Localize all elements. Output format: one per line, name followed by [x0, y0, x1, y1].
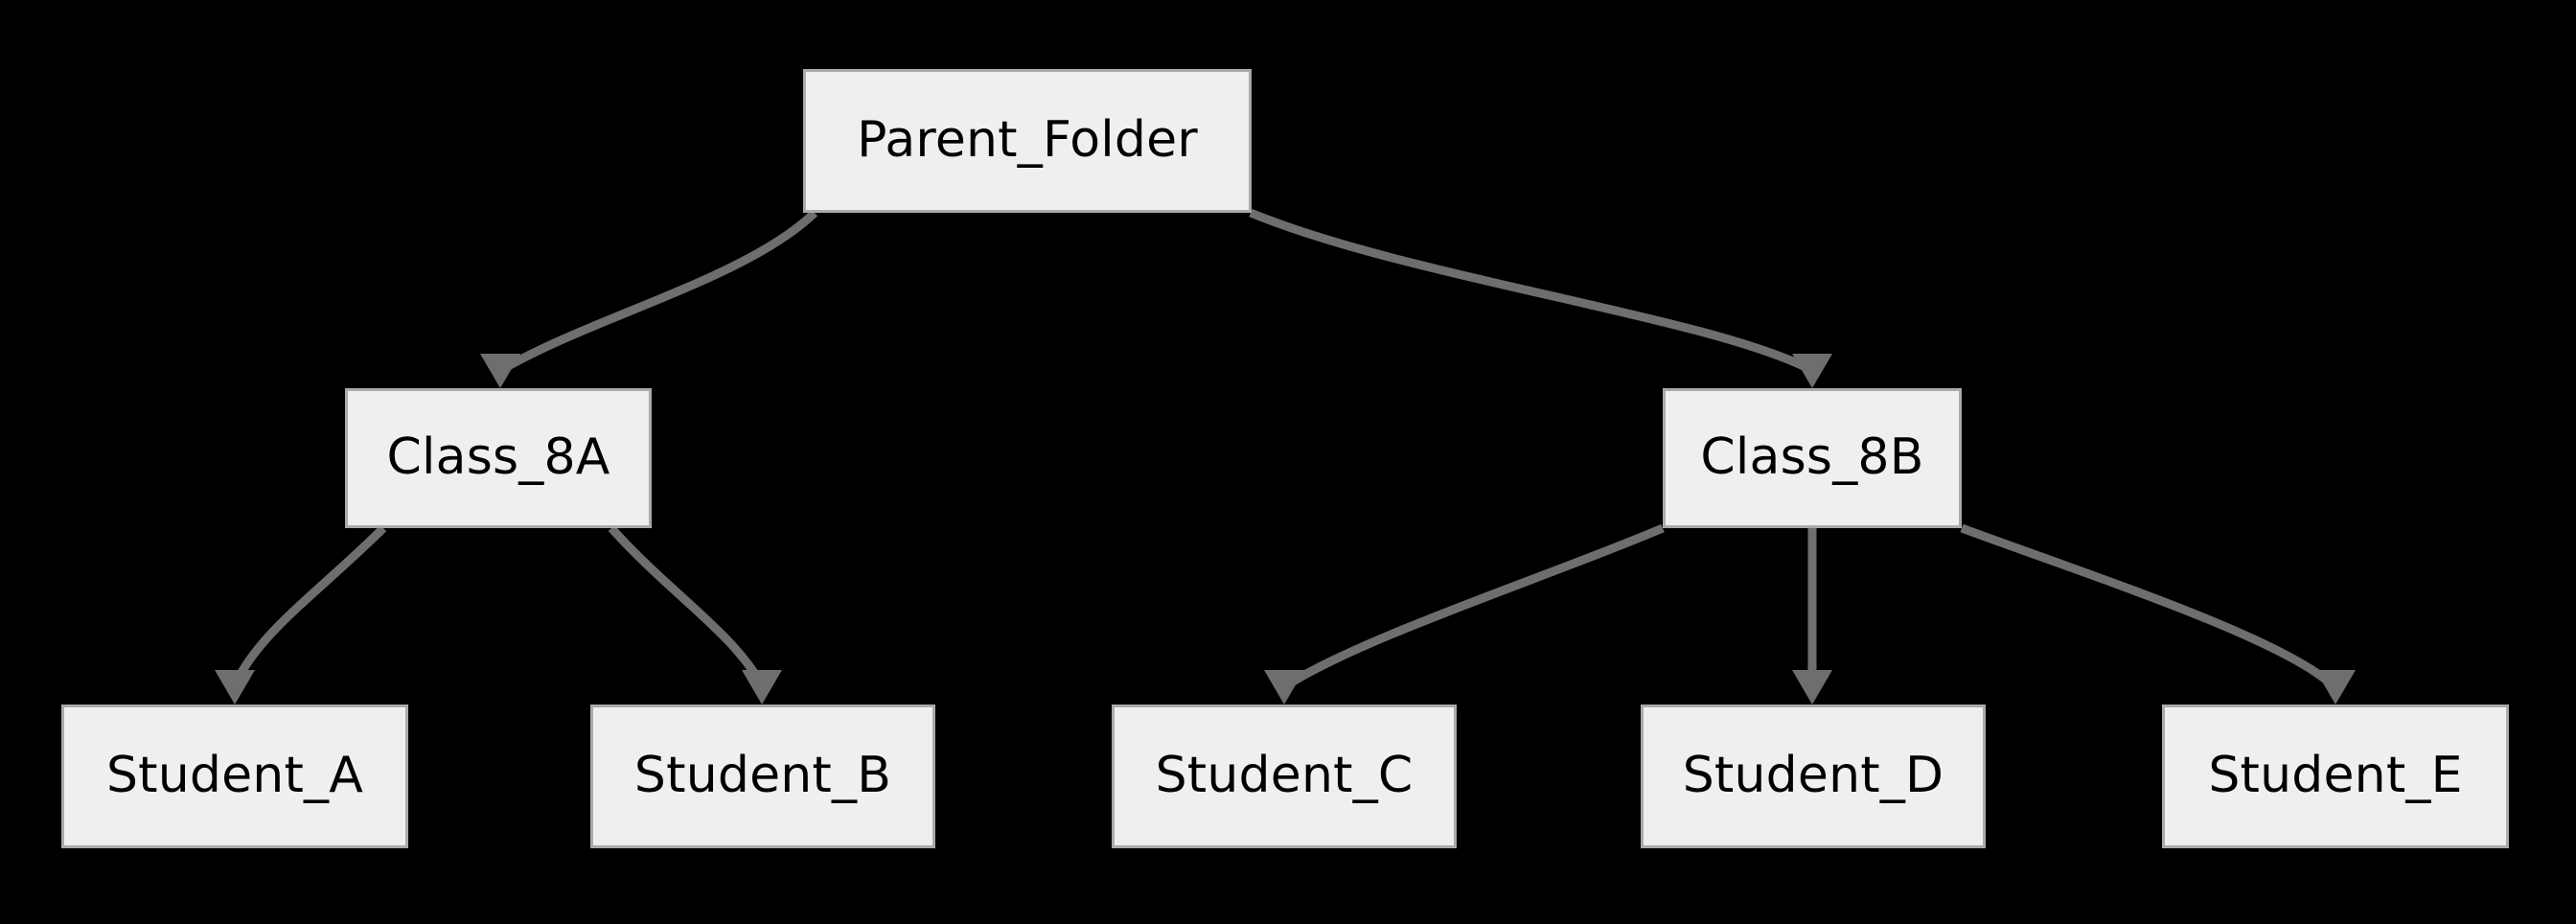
node-label-parent-folder: Parent_Folder [857, 111, 1198, 169]
edge-parent-class8b-line [1249, 208, 1812, 374]
node-label-student-d: Student_D [1682, 747, 1944, 804]
edge-class8b-studente [1960, 523, 2356, 705]
node-label-class-8b: Class_8B [1700, 428, 1924, 486]
edge-parent-class8a-line [500, 209, 818, 373]
edge-class8b-studentd [1792, 528, 1832, 705]
edge-class8a-studentb-arrowhead-icon [742, 670, 782, 705]
edge-parent-class8b-arrowhead-icon [1792, 354, 1832, 388]
node-student-d[interactable]: Student_D [1641, 705, 1986, 848]
node-student-e[interactable]: Student_E [2162, 705, 2509, 848]
edge-class8b-studentc-arrowhead-icon [1264, 670, 1304, 705]
node-class-8b[interactable]: Class_8B [1663, 388, 1962, 528]
node-student-c[interactable]: Student_C [1112, 705, 1457, 848]
edge-class8a-studentb-line [608, 524, 766, 688]
edge-class8b-studente-line [1960, 523, 2336, 689]
node-label-student-b: Student_B [633, 747, 892, 804]
edge-class8a-studenta-arrowhead-icon [215, 670, 255, 705]
node-student-b[interactable]: Student_B [590, 705, 935, 848]
edge-class8b-studentd-arrowhead-icon [1792, 670, 1832, 705]
edge-parent-class8a [480, 209, 818, 388]
edge-parent-class8b [1249, 208, 1832, 388]
node-parent-folder[interactable]: Parent_Folder [803, 69, 1252, 213]
node-label-class-8a: Class_8A [386, 428, 610, 486]
node-label-student-c: Student_C [1155, 747, 1414, 804]
edge-class8a-studentb [608, 524, 782, 705]
edge-parent-class8a-arrowhead-icon [480, 354, 520, 388]
edge-class8b-studentc [1264, 523, 1665, 705]
edge-class8a-studenta-line [230, 524, 387, 687]
edge-class8b-studentc-line [1284, 523, 1665, 689]
edge-class8a-studenta [215, 524, 387, 705]
node-label-student-a: Student_A [105, 747, 364, 804]
edge-class8b-studente-arrowhead-icon [2315, 670, 2356, 705]
node-label-student-e: Student_E [2208, 747, 2463, 804]
node-student-a[interactable]: Student_A [61, 705, 408, 848]
node-class-8a[interactable]: Class_8A [345, 388, 652, 528]
